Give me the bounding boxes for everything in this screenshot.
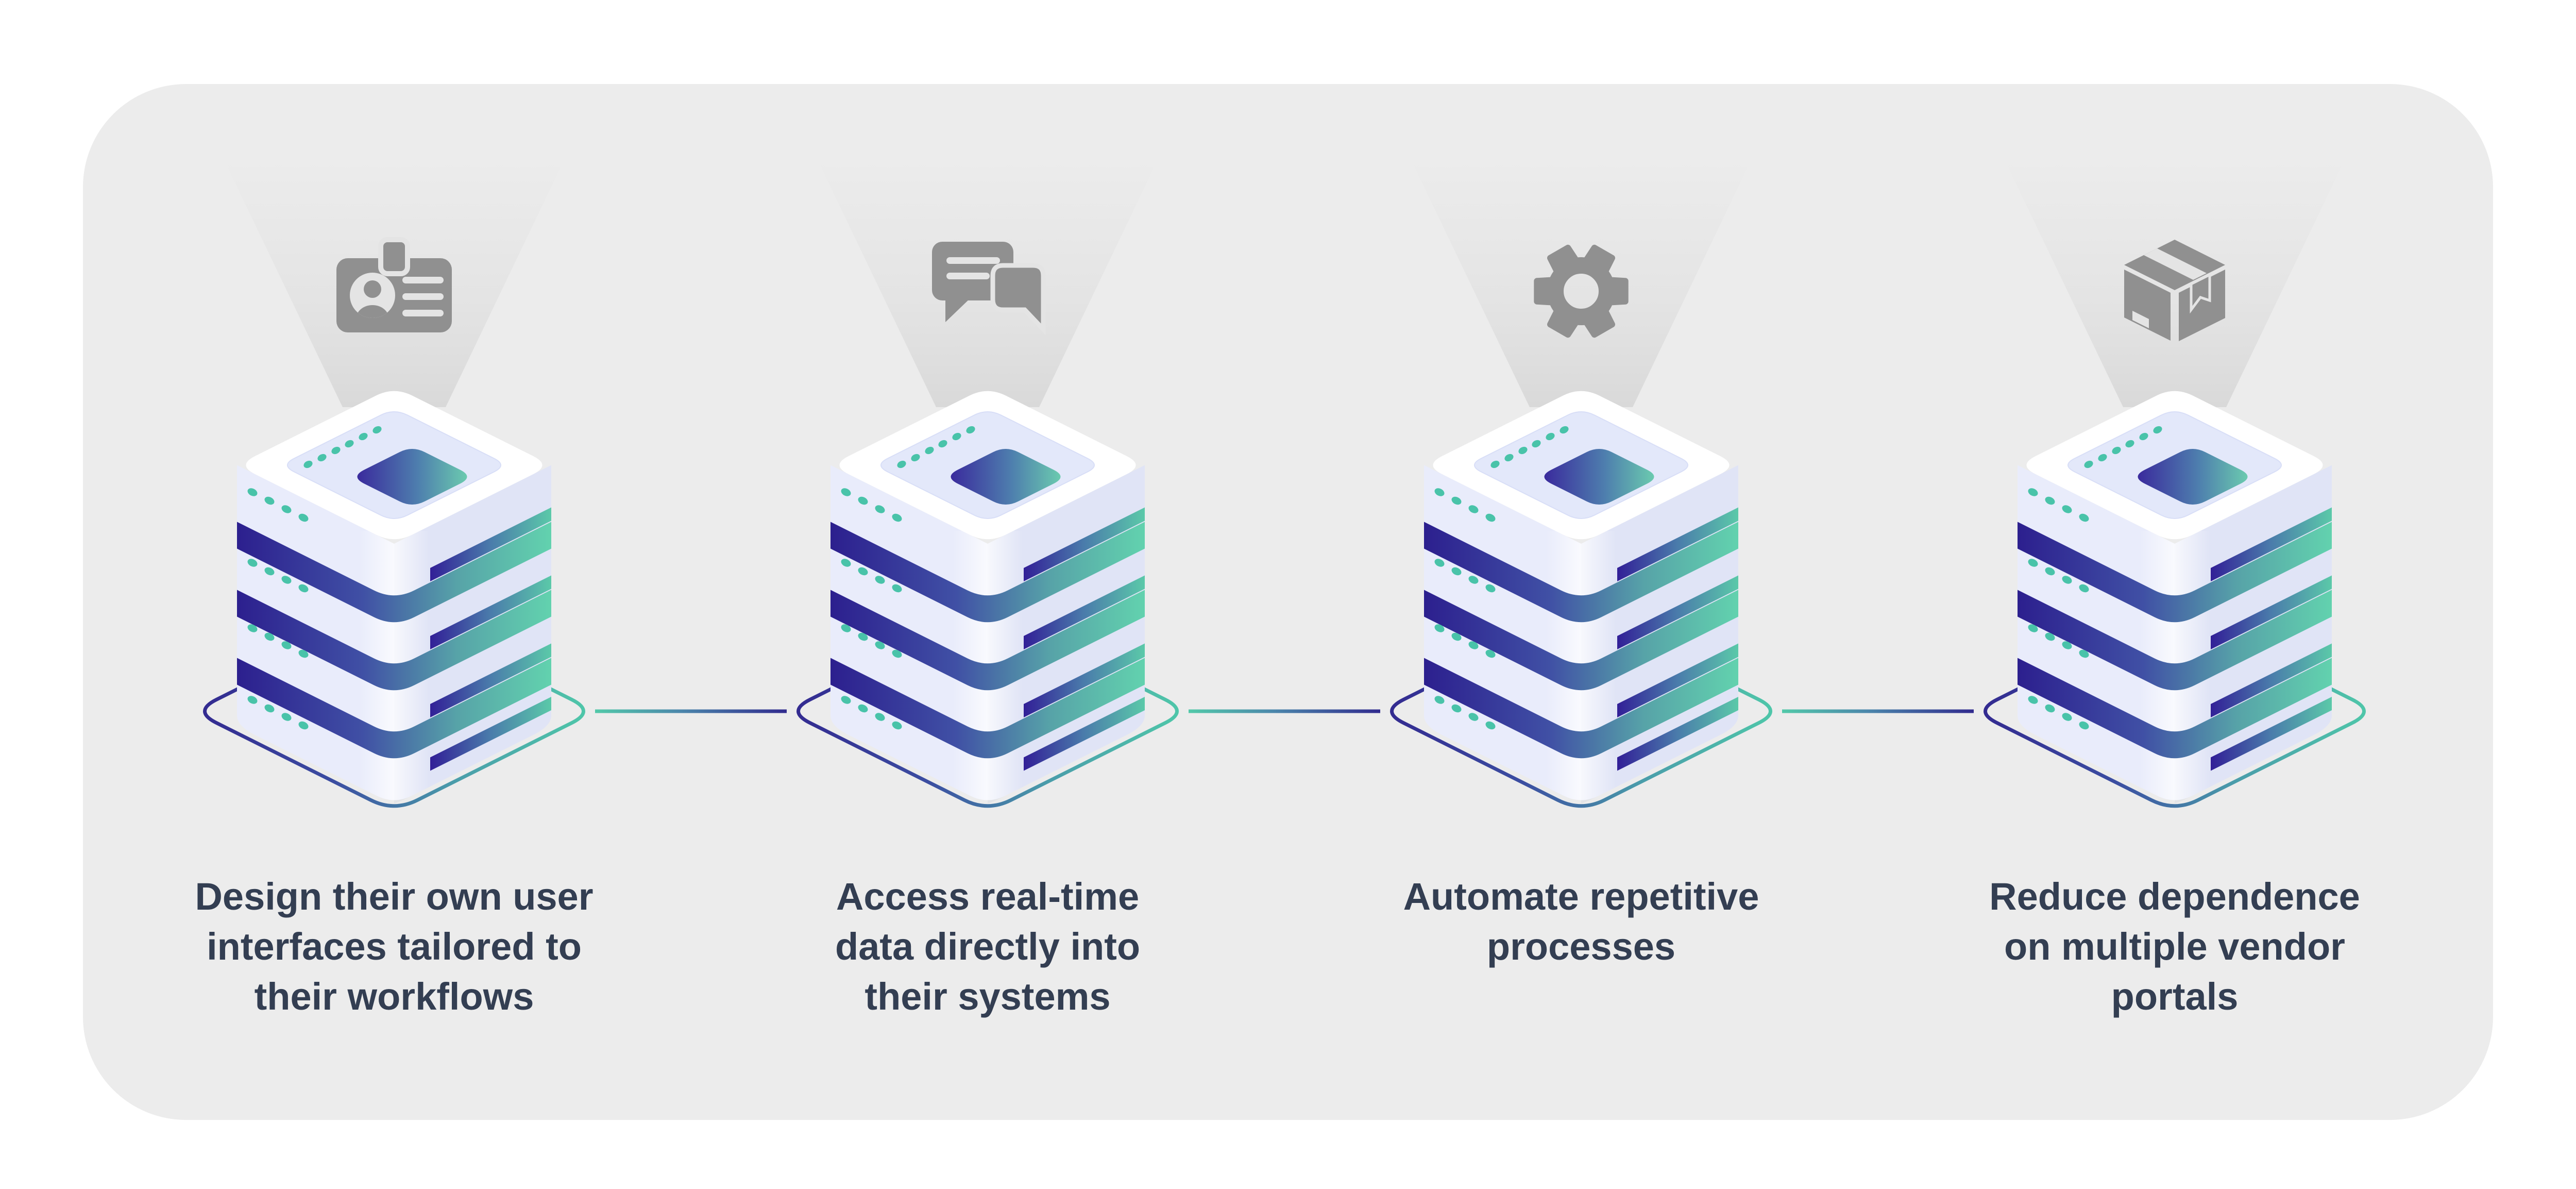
beam-3 <box>1409 155 1754 407</box>
server-stack-3 <box>1424 391 1738 812</box>
feature-label-3: Automate repetitive processes <box>1403 875 1759 968</box>
server-stack-4 <box>2018 391 2332 812</box>
server-stack-2 <box>831 391 1145 812</box>
feature-label-1: Design their own user interfaces tailore… <box>195 875 594 1018</box>
feature-label-4: Reduce dependence on multiple vendor por… <box>1989 875 2360 1018</box>
server-stack-1 <box>237 391 551 812</box>
feature-label-2: Access real-time data directly into thei… <box>835 875 1141 1018</box>
